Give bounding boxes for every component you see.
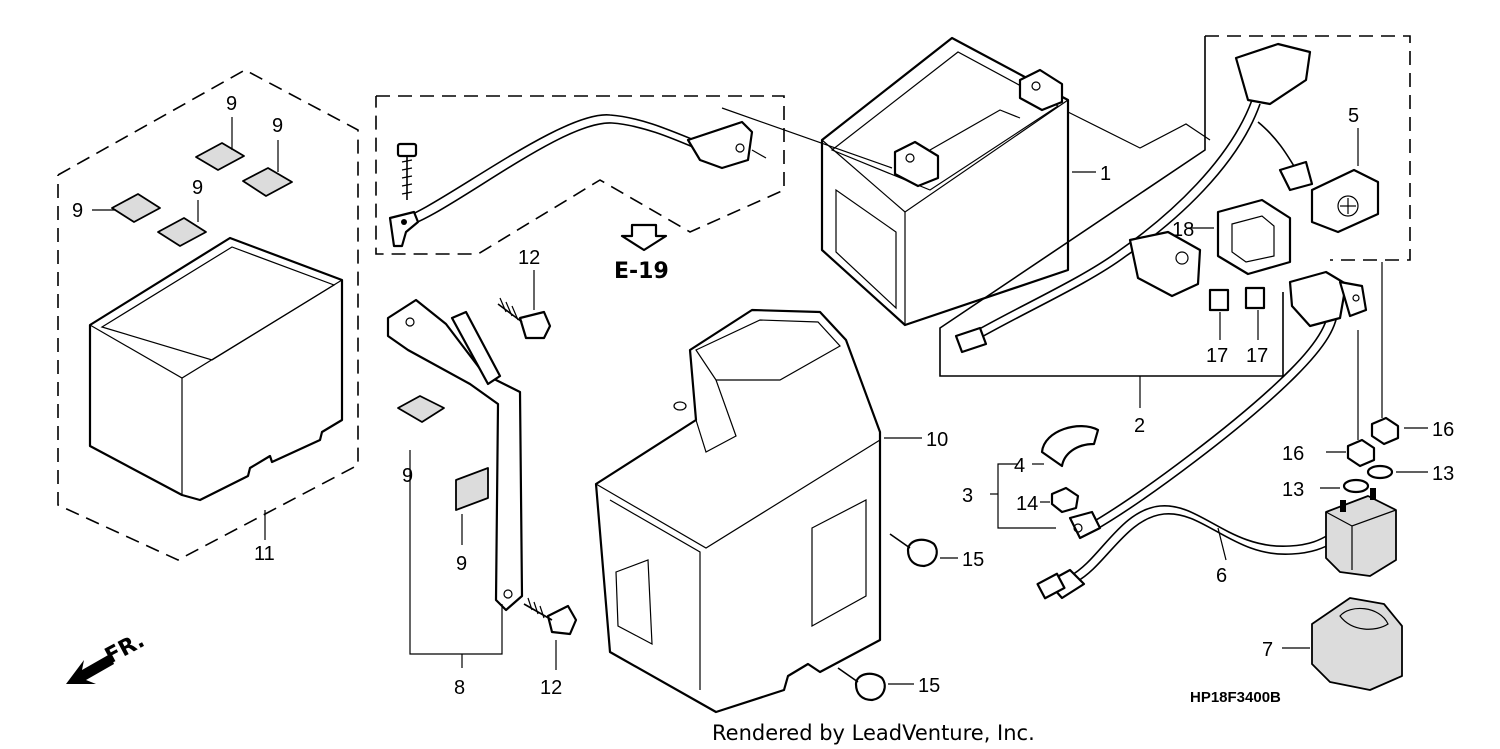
cover-cap-part: [1310, 168, 1380, 234]
callout-battery-box: 11: [254, 543, 275, 565]
pad-part: [455, 467, 489, 511]
callout-pad: 9: [226, 93, 237, 115]
negative-cable-group: E-19: [375, 95, 785, 284]
relay-cover-part: [1311, 597, 1403, 691]
callout-washer: 13: [1282, 479, 1304, 501]
callout-battery-cover: 10: [926, 429, 948, 451]
callout-fuse: 17: [1206, 345, 1228, 367]
pad-part: [242, 167, 293, 197]
harness-outline: [939, 36, 1284, 377]
credit-text: Rendered by LeadVenture, Inc.: [712, 721, 1035, 745]
clips-group: 15 15: [837, 533, 984, 702]
positive-cable-group: 4 14 3: [962, 270, 1368, 540]
callout-pad: 9: [72, 200, 83, 222]
hardware-right-group: 16 16 13 13: [1282, 262, 1454, 501]
relay-part: [1216, 198, 1292, 276]
callout-nut-small: 14: [1016, 493, 1038, 515]
pad-part: [397, 395, 445, 423]
battery-box-group: 9 9 9 9 11: [57, 69, 359, 565]
callout-terminal-cap: 4: [1014, 455, 1025, 477]
negative-cable-outline: [375, 95, 785, 255]
battery-box-part: [88, 236, 344, 502]
callout-harness: 2: [1134, 415, 1145, 437]
callout-bolt: 12: [540, 677, 562, 699]
callout-relay-cover: 7: [1262, 639, 1273, 661]
callout-cable-assy: 3: [962, 485, 973, 507]
reference-arrow-icon: [620, 223, 668, 252]
bolt-part: [518, 310, 552, 340]
clip-part: [854, 672, 886, 702]
harness-group: 18 17 17 5 2: [939, 35, 1411, 437]
callout-starter-cable: 6: [1216, 565, 1227, 587]
callout-clip: 15: [962, 549, 984, 571]
callout-nut: 16: [1282, 443, 1304, 465]
clip-part: [906, 538, 938, 568]
callout-pad: 9: [192, 177, 203, 199]
callout-clip: 15: [918, 675, 940, 697]
battery-cover-group: 10: [594, 308, 948, 714]
terminal-cap-part: [1040, 425, 1100, 468]
callout-pad: 9: [272, 115, 283, 137]
callout-cover-cap: 5: [1348, 105, 1359, 127]
callout-stay: 8: [454, 677, 465, 699]
stay-part: [386, 298, 524, 612]
harness-outline-dashed: [1205, 35, 1411, 261]
fuse-part: [1244, 286, 1266, 310]
pad-part: [157, 217, 207, 247]
nut-part: [1346, 438, 1376, 468]
callout-relay: 18: [1172, 219, 1194, 241]
callout-pad: 9: [456, 553, 467, 575]
pad-part: [195, 142, 245, 171]
reference-label: E-19: [614, 259, 669, 284]
battery-box-outline: [57, 69, 359, 561]
diagram-code: HP18F3400B: [1190, 689, 1281, 706]
battery-group: 1: [820, 36, 1111, 327]
starter-cable-group: 6: [1036, 488, 1397, 600]
fuse-part: [1208, 288, 1230, 312]
nut-part: [1370, 416, 1400, 446]
callout-nut: 16: [1432, 419, 1454, 441]
relay-cover-group: 7: [1262, 597, 1403, 691]
washer-part: [1342, 478, 1370, 494]
nut-part: [1050, 486, 1080, 514]
callout-pad: 9: [402, 465, 413, 487]
pad-part: [111, 193, 161, 223]
washer-part: [1366, 464, 1394, 480]
callout-washer: 13: [1432, 463, 1454, 485]
callout-bolt: 12: [518, 247, 540, 269]
front-arrow-icon: [66, 654, 114, 684]
starter-relay-part: [1325, 495, 1397, 577]
callout-battery: 1: [1100, 163, 1111, 185]
front-marker: FR.: [66, 628, 149, 684]
bolt-part: [546, 604, 578, 636]
stay-group: 9 9 8 12 12: [386, 247, 578, 699]
battery-cover-part: [594, 308, 882, 714]
callout-fuse: 17: [1246, 345, 1268, 367]
